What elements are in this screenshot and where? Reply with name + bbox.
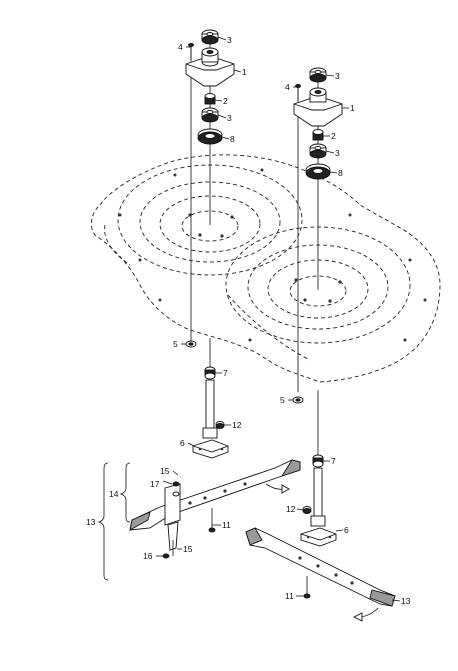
group-brace-14: [119, 462, 131, 523]
callout-5: 5: [173, 339, 178, 349]
callout-15: 15: [183, 544, 193, 554]
bearing-icon: [201, 29, 219, 45]
callout-13: 13: [86, 517, 96, 527]
leader-lines: [156, 36, 401, 602]
left-spindle-assembly: [185, 29, 235, 459]
left-blade-assembly: [129, 459, 301, 559]
callout-8: 8: [338, 168, 343, 178]
bolt-icon: [172, 481, 180, 497]
spindle-housing-icon: [293, 87, 343, 127]
callout-8: 8: [230, 134, 235, 144]
nut-icon: [215, 421, 225, 429]
washer-icon: [204, 366, 216, 380]
callout-14: 14: [109, 489, 119, 499]
bolt-icon: [295, 84, 301, 100]
mower-blade-icon: [245, 527, 396, 607]
bolt-icon: [208, 508, 216, 533]
mower-blade-icon: [129, 459, 301, 531]
bearing-icon: [309, 143, 327, 159]
washer-icon: [312, 454, 324, 468]
nut-icon: [292, 396, 304, 404]
callout-2: 2: [223, 96, 228, 106]
nut-icon: [185, 340, 197, 348]
callout-1: 1: [350, 103, 355, 113]
spindle-shaft-icon: [300, 467, 337, 547]
bolt-icon: [188, 43, 194, 60]
spacer-icon: [312, 129, 324, 141]
callout-6: 6: [344, 525, 349, 535]
callout-2: 2: [331, 131, 336, 141]
mower-deck: [90, 154, 441, 383]
spacer-icon: [204, 93, 216, 105]
callout-7: 7: [223, 368, 228, 378]
callout-11: 11: [222, 520, 231, 530]
callout-4: 4: [178, 42, 183, 52]
group-brace-13: [97, 462, 109, 581]
bearing-icon: [309, 67, 327, 83]
right-blade-assembly: [245, 527, 396, 622]
callout-17: 17: [150, 479, 160, 489]
callout-labels: 3 4 1 2 3 8 3 4 1 2 3 8 5 5 7 7 6 6 12 1…: [86, 35, 411, 606]
callout-3: 3: [227, 113, 232, 123]
callout-6: 6: [180, 438, 185, 448]
callout-13: 13: [401, 596, 411, 606]
seal-icon: [197, 128, 223, 145]
nut-icon: [302, 506, 312, 514]
spindle-housing-icon: [185, 47, 235, 87]
callout-11: 11: [285, 591, 294, 601]
callout-3: 3: [227, 35, 232, 45]
callout-4: 4: [285, 82, 290, 92]
callout-12: 12: [232, 420, 242, 430]
right-spindle-assembly: [292, 67, 343, 547]
spindle-shaft-icon: [192, 379, 229, 459]
callout-3: 3: [335, 71, 340, 81]
rotation-arrow-icon: [265, 483, 290, 494]
callout-3: 3: [335, 148, 340, 158]
callout-12: 12: [286, 504, 296, 514]
rotation-arrow-icon: [352, 607, 379, 622]
callout-5: 5: [280, 395, 285, 405]
seal-icon: [305, 163, 331, 180]
callout-15: 15: [160, 466, 170, 476]
bearing-icon: [201, 107, 219, 123]
screw-icon: [162, 540, 174, 559]
callout-16: 16: [143, 551, 153, 561]
bolt-icon: [303, 576, 311, 599]
callout-1: 1: [242, 67, 247, 77]
callout-7: 7: [331, 456, 336, 466]
